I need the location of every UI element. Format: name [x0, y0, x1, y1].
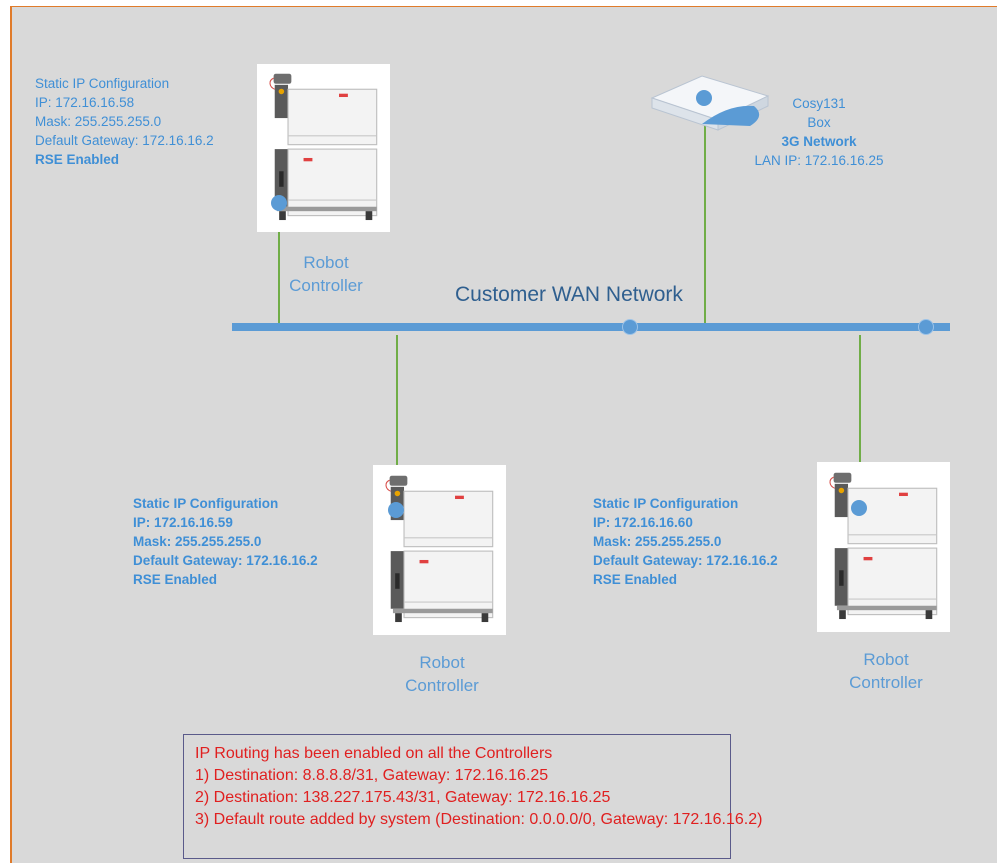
- controller-3-config: Static IP Configuration IP: 172.16.16.60…: [593, 494, 778, 589]
- config-title: Static IP Configuration: [593, 496, 739, 511]
- config-rse: RSE Enabled: [133, 572, 218, 587]
- config-rse: RSE Enabled: [35, 152, 120, 167]
- wan-title: Customer WAN Network: [455, 283, 683, 306]
- gateway-network: 3G Network: [781, 134, 857, 149]
- controller-3-label: Robot Controller: [849, 650, 923, 692]
- controller-2-port: [388, 502, 404, 518]
- config-ip: IP: 172.16.16.59: [133, 515, 233, 530]
- gateway-info: Cosy131 Box 3G Network LAN IP: 172.16.16…: [749, 94, 889, 170]
- routing-note: IP Routing has been enabled on all the C…: [183, 734, 763, 859]
- link-controller-3: [859, 335, 861, 508]
- controller-2-label: Robot Controller: [405, 653, 479, 695]
- routing-rule-2: 2) Destination: 138.227.175.43/31, Gatew…: [195, 789, 611, 806]
- controller-1-port: [271, 195, 287, 211]
- link-controller-2: [396, 335, 398, 510]
- config-mask: Mask: 255.255.255.0: [133, 534, 262, 549]
- controller-1-label: Robot Controller: [289, 253, 363, 295]
- config-rse: RSE Enabled: [593, 572, 678, 587]
- diagram-canvas: [10, 6, 997, 863]
- bus-node-2: [918, 319, 934, 335]
- config-title: Static IP Configuration: [133, 496, 279, 511]
- config-title: Static IP Configuration: [35, 76, 170, 91]
- robot-controller-icon: [385, 475, 494, 623]
- gateway-port: [696, 90, 712, 106]
- gateway-lan-ip: LAN IP: 172.16.16.25: [754, 153, 884, 168]
- cosy-box: [650, 68, 780, 138]
- config-ip: IP: 172.16.16.58: [35, 95, 135, 110]
- config-gateway: Default Gateway: 172.16.16.2: [593, 553, 778, 568]
- controller-2-image: [373, 465, 506, 635]
- config-gateway: Default Gateway: 172.16.16.2: [133, 553, 318, 568]
- config-mask: Mask: 255.255.255.0: [35, 114, 162, 129]
- controller-3-image: [817, 462, 950, 632]
- router-icon: [650, 75, 770, 131]
- config-gateway: Default Gateway: 172.16.16.2: [35, 133, 214, 148]
- bus-node-1: [622, 319, 638, 335]
- robot-controller-icon: [829, 472, 938, 620]
- config-mask: Mask: 255.255.255.0: [593, 534, 722, 549]
- link-gateway: [704, 101, 706, 323]
- routing-rule-3: 3) Default route added by system (Destin…: [195, 811, 763, 828]
- routing-heading: IP Routing has been enabled on all the C…: [195, 745, 553, 762]
- gateway-type: Box: [807, 115, 831, 130]
- controller-1-config: Static IP Configuration IP: 172.16.16.58…: [35, 74, 214, 169]
- routing-rule-1: 1) Destination: 8.8.8.8/31, Gateway: 172…: [195, 767, 549, 784]
- controller-3-port: [851, 500, 867, 516]
- config-ip: IP: 172.16.16.60: [593, 515, 693, 530]
- controller-2-config: Static IP Configuration IP: 172.16.16.59…: [133, 494, 318, 589]
- wan-bus: [232, 323, 950, 331]
- link-controller-1: [278, 205, 280, 323]
- gateway-name: Cosy131: [792, 96, 846, 111]
